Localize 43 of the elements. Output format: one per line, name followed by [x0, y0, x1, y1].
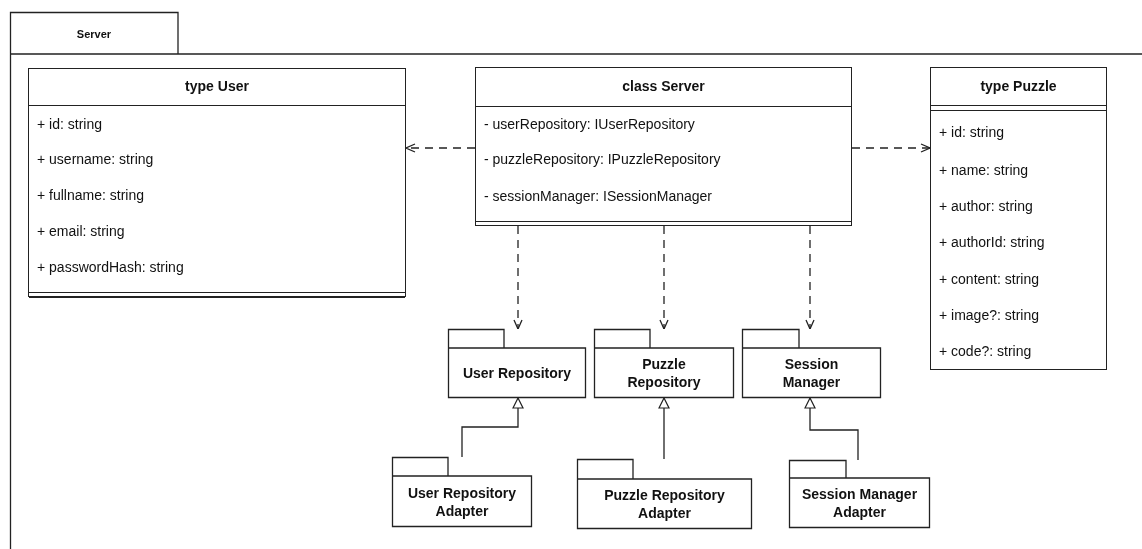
package-box: [594, 329, 734, 398]
attribute-text: + email: string: [37, 222, 125, 240]
attribute-text: + image?: string: [939, 306, 1039, 324]
class-box: [28, 68, 406, 297]
class-name: class Server: [621, 77, 706, 95]
attribute-text: + content: string: [939, 270, 1039, 288]
class-name: type Puzzle: [979, 76, 1058, 95]
dependency-arrow: [405, 143, 476, 153]
attribute-text: - puzzleRepository: IPuzzleRepository: [484, 150, 721, 168]
dependency-arrow: [659, 225, 669, 330]
package-name: Server: [75, 27, 113, 42]
package-box: [448, 329, 586, 398]
generalization-arrow: [804, 397, 859, 461]
package-name: User Repository: [461, 364, 573, 383]
attribute-text: - userRepository: IUserRepository: [484, 115, 695, 133]
attribute-text: + authorId: string: [939, 233, 1045, 251]
attribute-text: + name: string: [939, 161, 1029, 179]
class-box: [930, 67, 1107, 370]
attribute-text: + author: string: [939, 197, 1033, 215]
package-box: [789, 460, 930, 528]
attribute-text: + id: string: [939, 123, 1004, 141]
attribute-text: + id: string: [37, 115, 102, 133]
generalization-arrow: [658, 397, 670, 460]
package-box: [392, 457, 532, 527]
attribute-text: + code?: string: [939, 342, 1032, 360]
package-frame: [10, 12, 1142, 549]
attribute-text: + passwordHash: string: [37, 258, 184, 276]
attribute-text: + fullname: string: [37, 186, 144, 204]
attribute-text: + username: string: [37, 150, 154, 168]
package-name: Session Manager Adapter: [800, 485, 919, 522]
package-box: [577, 459, 752, 529]
dependency-arrow: [805, 225, 815, 330]
package-name: User Repository Adapter: [406, 483, 518, 521]
package-name: Puzzle Repository: [626, 355, 702, 392]
generalization-arrow: [461, 397, 524, 458]
class-box: [475, 67, 852, 226]
package-box: [742, 329, 881, 398]
dependency-arrow: [851, 143, 931, 153]
package-name: Puzzle Repository Adapter: [603, 486, 726, 523]
class-name: type User: [184, 77, 250, 95]
attribute-text: - sessionManager: ISessionManager: [484, 187, 712, 205]
dependency-arrow: [513, 225, 523, 330]
package-name: Session Manager: [781, 355, 842, 392]
